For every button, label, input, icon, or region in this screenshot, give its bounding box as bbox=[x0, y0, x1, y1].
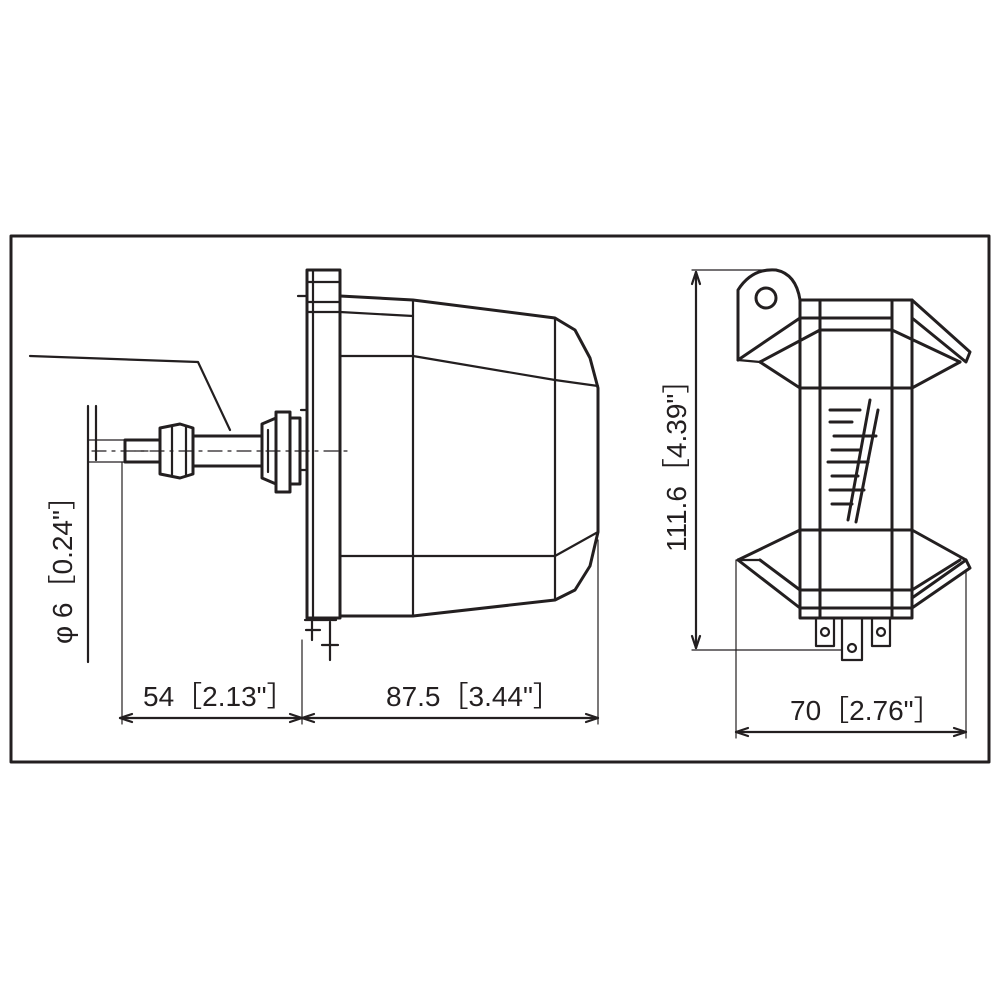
dim-shaft-length: 54［2.13"］ bbox=[118, 461, 304, 725]
dim-body-depth-label: 87.5［3.44"］ bbox=[386, 681, 561, 712]
dim-shaft-diameter-label: φ 6［0.24"］ bbox=[47, 482, 78, 644]
dim-body-width: 70［2.76"］ bbox=[734, 559, 968, 739]
output-shaft bbox=[91, 410, 351, 494]
motor-body bbox=[736, 298, 972, 620]
housing-terminals bbox=[303, 616, 340, 662]
dim-shaft-length-label: 54［2.13"］ bbox=[143, 681, 295, 712]
brand-logo bbox=[826, 398, 880, 524]
leader-line bbox=[28, 354, 232, 432]
mounting-flange bbox=[296, 268, 342, 620]
side-view bbox=[28, 268, 600, 662]
connector-terminals bbox=[814, 616, 892, 662]
dim-body-height-label: 111.6［4.39"］ bbox=[661, 366, 692, 552]
dim-shaft-diameter: φ 6［0.24"］ bbox=[47, 404, 126, 664]
drawing-frame bbox=[9, 234, 991, 764]
motor-housing bbox=[338, 294, 600, 618]
front-view bbox=[736, 268, 972, 662]
dim-body-depth: 87.5［3.44"］ bbox=[300, 539, 600, 725]
dim-body-height: 111.6［4.39"］ bbox=[661, 269, 843, 651]
dim-body-width-label: 70［2.76"］ bbox=[790, 695, 942, 726]
